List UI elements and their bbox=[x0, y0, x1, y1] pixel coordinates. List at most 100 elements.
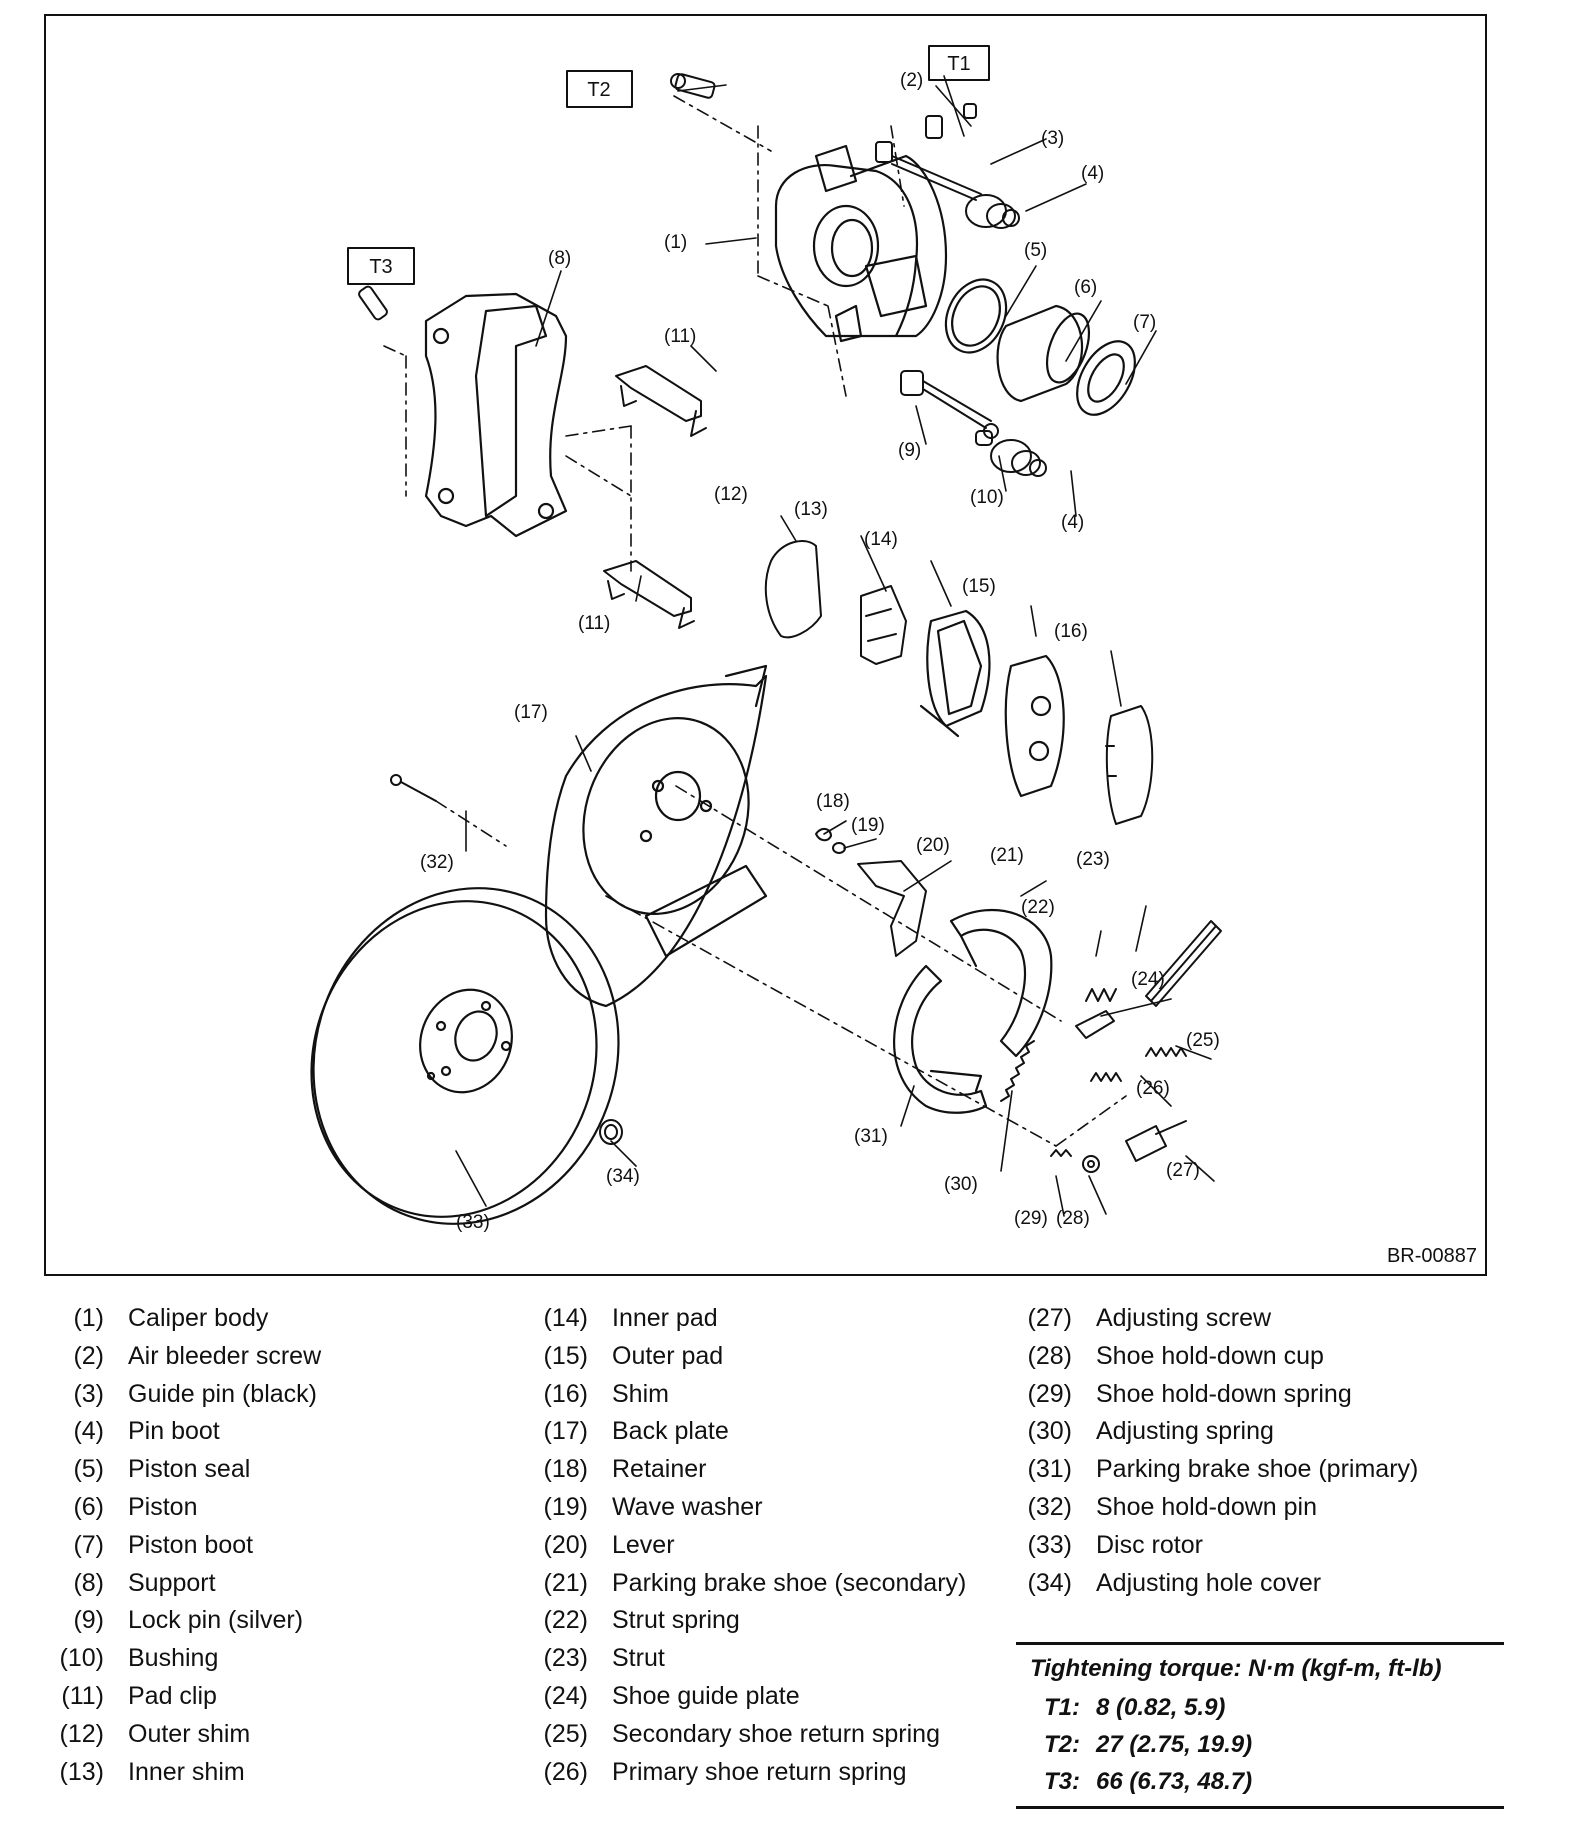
callout-24: (24) bbox=[1131, 969, 1165, 990]
callout-16: (16) bbox=[1054, 621, 1088, 642]
legend-item: (31) Parking brake shoe (primary) bbox=[998, 1451, 1419, 1489]
legend-label: Guide pin (black) bbox=[128, 1379, 317, 1408]
callout-26: (26) bbox=[1136, 1078, 1170, 1099]
legend-number: (1) bbox=[73, 1304, 104, 1332]
legend-label: Piston bbox=[128, 1492, 198, 1521]
callout-13: (13) bbox=[794, 499, 828, 520]
legend-item: (3)Guide pin (black) bbox=[30, 1376, 321, 1414]
torque-value: 8 (0.82, 5.9) bbox=[1096, 1694, 1226, 1721]
callout-31: (31) bbox=[854, 1126, 888, 1147]
torque-row: T2:27 (2.75, 19.9) bbox=[1016, 1726, 1504, 1763]
legend-label: Strut spring bbox=[612, 1606, 740, 1635]
callout-29: (29) bbox=[1014, 1208, 1048, 1229]
assembly-lines bbox=[383, 95, 1127, 1147]
legend-label: Adjusting spring bbox=[1096, 1417, 1274, 1446]
legend-item: (22)Strut spring bbox=[514, 1602, 966, 1640]
callout-3: (3) bbox=[1041, 128, 1064, 149]
legend-number: (18) bbox=[543, 1455, 588, 1484]
legend-number: (21) bbox=[543, 1568, 588, 1597]
torque-tags: T2 T1 T3 bbox=[347, 45, 990, 285]
legend-label: Piston seal bbox=[128, 1455, 251, 1484]
legend-number: (28) bbox=[1027, 1341, 1072, 1370]
callout-5: (5) bbox=[1024, 240, 1047, 261]
callout-22: (22) bbox=[1021, 897, 1055, 918]
legend-number: (24) bbox=[543, 1681, 588, 1710]
legend-number: (2) bbox=[73, 1341, 104, 1370]
tightening-torque-table: Tightening torque: N·m (kgf-m, ft-lb) T1… bbox=[1016, 1642, 1504, 1809]
legend-number: (20) bbox=[543, 1530, 588, 1559]
legend-number: (30) bbox=[1027, 1417, 1072, 1446]
callout-4b: (4) bbox=[1061, 512, 1084, 533]
legend-item: (25) Secondary shoe return spring bbox=[514, 1716, 966, 1754]
legend-item: (4)Pin boot bbox=[30, 1413, 321, 1451]
legend-label: Outer shim bbox=[128, 1719, 251, 1748]
torque-tag-T2: T2 bbox=[587, 79, 610, 101]
legend-item: (8)Support bbox=[30, 1565, 321, 1603]
callout-8: (8) bbox=[548, 248, 571, 269]
legend-number: (11) bbox=[61, 1681, 104, 1710]
torque-value: 66 (6.73, 48.7) bbox=[1096, 1768, 1253, 1795]
legend-label: Retainer bbox=[612, 1455, 707, 1484]
shims bbox=[764, 540, 907, 665]
legend-column-3: (27)Adjusting screw (28)Shoe hold-down c… bbox=[998, 1300, 1419, 1602]
callout-21: (21) bbox=[990, 845, 1024, 866]
legend-item: (7)Piston boot bbox=[30, 1527, 321, 1565]
torque-row: T3:66 (6.73, 48.7) bbox=[1016, 1763, 1504, 1800]
callout-10: (10) bbox=[970, 487, 1004, 508]
legend-label: Secondary shoe return spring bbox=[612, 1719, 940, 1748]
legend-number: (32) bbox=[1027, 1492, 1072, 1521]
support bbox=[424, 292, 568, 538]
strut-spring bbox=[1085, 988, 1117, 1002]
legend-label: Parking brake shoe (primary) bbox=[1096, 1455, 1419, 1484]
legend-item: (29)Shoe hold-down spring bbox=[998, 1376, 1418, 1414]
outer-pad bbox=[1004, 654, 1065, 798]
callout-4a: (4) bbox=[1081, 163, 1104, 184]
legend-label: Strut bbox=[612, 1644, 665, 1673]
legend-number: (8) bbox=[73, 1568, 104, 1597]
lever bbox=[857, 860, 927, 957]
legend-number: (26) bbox=[543, 1757, 588, 1786]
callout-12: (12) bbox=[714, 484, 748, 505]
torque-row: T1: 8 (0.82, 5.9) bbox=[1016, 1689, 1504, 1726]
callout-7: (7) bbox=[1133, 312, 1156, 333]
strut bbox=[1145, 920, 1222, 1007]
callout-25: (25) bbox=[1186, 1030, 1220, 1051]
back-plate bbox=[544, 664, 768, 1008]
callout-18: (18) bbox=[816, 791, 850, 812]
legend-label: Inner shim bbox=[128, 1757, 245, 1786]
callout-11a: (11) bbox=[664, 326, 696, 347]
legend-number: (29) bbox=[1027, 1379, 1072, 1408]
legend-item: (1) Caliper body bbox=[30, 1300, 321, 1338]
legend-label: Lever bbox=[612, 1530, 675, 1559]
legend-label: Shoe hold-down pin bbox=[1096, 1492, 1317, 1521]
callout-23: (23) bbox=[1076, 849, 1110, 870]
legend-label: Shoe guide plate bbox=[612, 1681, 800, 1710]
torque-key: T1: bbox=[1044, 1694, 1080, 1721]
legend-item: (16)Shim bbox=[514, 1376, 966, 1414]
pad-clips bbox=[603, 365, 707, 629]
legend-number: (5) bbox=[73, 1455, 104, 1484]
legend-item: (5) Piston seal bbox=[30, 1451, 321, 1489]
legend-label: Back plate bbox=[612, 1417, 729, 1446]
parking-brake-shoe-primary bbox=[893, 964, 988, 1114]
legend-label: Outer pad bbox=[612, 1341, 724, 1370]
legend-item: (11)Pad clip bbox=[30, 1678, 321, 1716]
callout-15: (15) bbox=[962, 576, 996, 597]
legend-number: (31) bbox=[1027, 1455, 1072, 1484]
legend-number: (25) bbox=[543, 1719, 588, 1748]
leader-lines bbox=[455, 75, 1215, 1217]
legend-item: (17)Back plate bbox=[514, 1413, 966, 1451]
callout-28: (28) bbox=[1056, 1208, 1090, 1229]
torque-title: Tightening torque: N·m (kgf-m, ft-lb) bbox=[1030, 1655, 1442, 1682]
legend-number: (19) bbox=[543, 1492, 588, 1521]
retainer-washer bbox=[815, 828, 846, 854]
legend-number: (10) bbox=[59, 1644, 104, 1673]
legend-item: (19)Wave washer bbox=[514, 1489, 966, 1527]
legend-number: (13) bbox=[59, 1757, 104, 1786]
legend-item: (30) Adjusting spring bbox=[998, 1413, 1418, 1451]
legend-number: (12) bbox=[59, 1719, 104, 1748]
outer-pad-shim bbox=[1105, 705, 1154, 825]
callout-9: (9) bbox=[898, 440, 921, 461]
legend-label: Caliper body bbox=[128, 1304, 269, 1332]
legend-number: (14) bbox=[543, 1304, 588, 1332]
